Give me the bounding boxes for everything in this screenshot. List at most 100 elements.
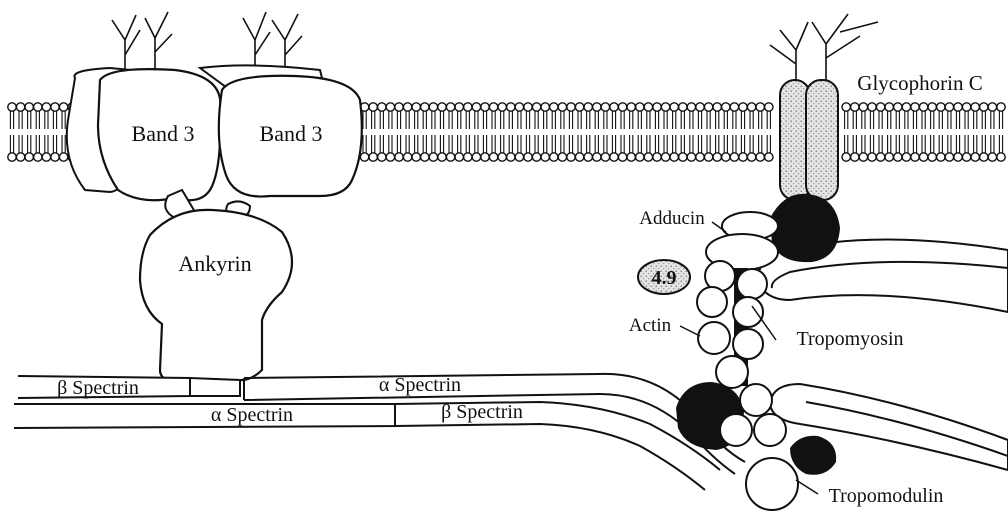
lipid-molecule — [558, 103, 566, 161]
tropomodulin-label: Tropomodulin — [829, 485, 944, 507]
lipid-molecule — [541, 103, 549, 161]
actin-bead — [720, 414, 752, 446]
lipid-molecule — [16, 103, 24, 161]
lipid-molecule — [575, 103, 583, 161]
spectrin-network: β Spectrin α Spectrin α Spectrin β Spect… — [14, 374, 745, 490]
lipid-molecule — [532, 103, 540, 161]
ankyrin-group: Ankyrin — [140, 190, 292, 384]
lipid-molecule — [730, 103, 738, 161]
lipid-molecule — [593, 103, 601, 161]
lipid-molecule — [919, 103, 927, 161]
band3-left-label: Band 3 — [132, 121, 195, 146]
lipid-molecule — [954, 103, 962, 161]
adducin-label: Adducin — [639, 208, 705, 229]
lipid-molecule — [687, 103, 695, 161]
lipid-molecule — [997, 103, 1005, 161]
lipid-molecule — [395, 103, 403, 161]
beta-spectrin-lower-strand-bottom — [395, 424, 705, 490]
lipid-molecule — [584, 103, 592, 161]
beta-spectrin-upper-label: β Spectrin — [57, 377, 139, 399]
actin-bead — [716, 356, 748, 388]
lipid-molecule — [610, 103, 618, 161]
lipid-molecule — [739, 103, 747, 161]
lipid-molecule — [962, 103, 970, 161]
lipid-molecule — [868, 103, 876, 161]
ankyrin-label: Ankyrin — [178, 251, 251, 276]
actin-bead — [733, 329, 763, 359]
lipid-molecule — [842, 103, 850, 161]
lipid-molecule — [369, 103, 377, 161]
actin-bead — [697, 287, 727, 317]
spectrin-junction-upper — [190, 378, 240, 396]
lipid-molecule — [618, 103, 626, 161]
lipid-molecule — [696, 103, 704, 161]
actin-bead — [698, 322, 730, 354]
lipid-molecule — [722, 103, 730, 161]
lipid-molecule — [747, 103, 755, 161]
lipid-molecule — [601, 103, 609, 161]
lipid-molecule — [455, 103, 463, 161]
lipid-molecule — [876, 103, 884, 161]
band3-right-label: Band 3 — [260, 121, 323, 146]
actin-label: Actin — [629, 315, 672, 336]
lipid-molecule — [507, 103, 515, 161]
lipid-molecule — [885, 103, 893, 161]
glycophorin-c-label: Glycophorin C — [857, 71, 982, 95]
protein-4-1-top — [770, 194, 840, 262]
lipid-molecule — [412, 103, 420, 161]
ankyrin — [140, 210, 292, 384]
lipid-molecule — [8, 103, 16, 161]
lipid-molecule — [464, 103, 472, 161]
lipid-molecule — [902, 103, 910, 161]
tropomyosin-label: Tropomyosin — [796, 328, 903, 350]
lipid-molecule — [489, 103, 497, 161]
lipid-molecule — [644, 103, 652, 161]
lipid-molecule — [851, 103, 859, 161]
lipid-molecule — [704, 103, 712, 161]
tropomodulin — [746, 458, 798, 510]
lipid-molecule — [472, 103, 480, 161]
lipid-molecule — [498, 103, 506, 161]
lipid-molecule — [446, 103, 454, 161]
tropomodulin-leader — [796, 480, 818, 494]
lipid-molecule — [980, 103, 988, 161]
actin-bead — [737, 269, 767, 299]
lipid-molecule — [894, 103, 902, 161]
protein-4-9-label: 4.9 — [652, 267, 677, 289]
alpha-spectrin-lower-strand — [14, 404, 395, 428]
alpha-spectrin-upper-label: α Spectrin — [379, 374, 461, 396]
beta-spectrin-lower-label: β Spectrin — [441, 401, 523, 423]
junctional-complex: Glycophorin C Adducin 4.9 — [629, 14, 1008, 510]
protein-4-1-lower-right — [790, 436, 836, 475]
lipid-molecule — [627, 103, 635, 161]
lipid-molecule — [911, 103, 919, 161]
glycophorin-c-right — [806, 80, 838, 200]
lipid-molecule — [661, 103, 669, 161]
lipid-molecule — [679, 103, 687, 161]
lipid-molecule — [928, 103, 936, 161]
lipid-molecule — [713, 103, 721, 161]
lipid-molecule — [765, 103, 773, 161]
lipid-molecule — [756, 103, 764, 161]
alpha-spectrin-lower-label: α Spectrin — [211, 404, 293, 426]
lipid-molecule — [429, 103, 437, 161]
lipid-molecule — [524, 103, 532, 161]
lipid-molecule — [403, 103, 411, 161]
lipid-molecule — [51, 103, 59, 161]
lipid-molecule — [378, 103, 386, 161]
lipid-molecule — [550, 103, 558, 161]
actin-bead — [740, 384, 772, 416]
lipid-molecule — [670, 103, 678, 161]
lipid-molecule — [945, 103, 953, 161]
lipid-molecule — [438, 103, 446, 161]
lipid-molecule — [481, 103, 489, 161]
lipid-molecule — [636, 103, 644, 161]
lipid-molecule — [988, 103, 996, 161]
actin-bead — [733, 297, 763, 327]
band3-dimer: Band 3 Band 3 — [67, 12, 362, 200]
lipid-molecule — [937, 103, 945, 161]
lipid-molecule — [34, 103, 42, 161]
lipid-molecule — [42, 103, 50, 161]
lipid-molecule — [386, 103, 394, 161]
